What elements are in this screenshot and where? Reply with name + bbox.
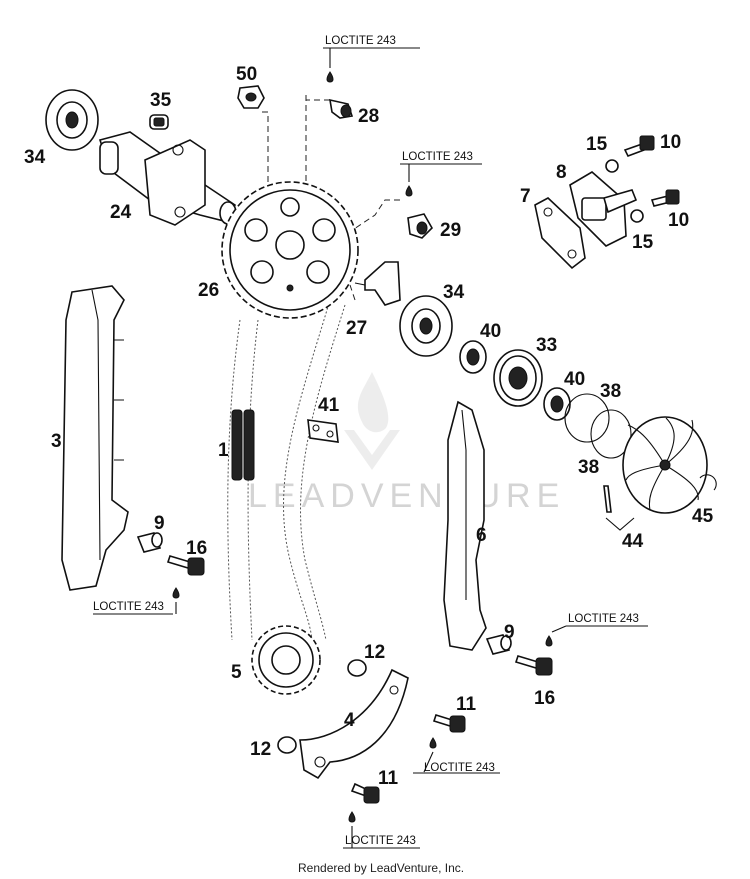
bolt-11-lower <box>350 782 380 804</box>
washer-15-lower <box>630 209 644 223</box>
part-label-10: 10 <box>660 132 681 153</box>
bolt-16-right <box>514 655 553 676</box>
camshaft-24 <box>98 131 237 226</box>
leader-lines <box>262 95 400 301</box>
part-label-16: 16 <box>534 688 555 709</box>
part-label-7: 7 <box>520 186 531 207</box>
loctite-callout: LOCTITE 243 <box>325 35 396 47</box>
guide-rail-3 <box>61 285 129 591</box>
part-label-3: 3 <box>51 431 62 452</box>
part-label-12: 12 <box>250 739 271 760</box>
part-label-11: 11 <box>378 768 399 789</box>
sprocket-5 <box>251 625 321 695</box>
bearing-34-center <box>399 295 453 357</box>
part-label-1: 1 <box>218 440 229 461</box>
loctite-callout: LOCTITE 243 <box>345 835 416 847</box>
loctite-callout: LOCTITE 243 <box>568 613 639 625</box>
sleeve-12-upper <box>347 659 367 677</box>
bearing-34-left <box>45 89 99 151</box>
part-label-27: 27 <box>346 318 367 339</box>
part-label-38: 38 <box>578 457 599 478</box>
seal-40-lower <box>543 387 571 421</box>
footer-credit: Rendered by LeadVenture, Inc. <box>298 861 464 875</box>
o-ring-38 <box>564 393 632 459</box>
loctite-droplets <box>172 71 553 823</box>
guide-4 <box>299 668 409 780</box>
callout-lines <box>93 47 648 849</box>
part-label-50: 50 <box>236 64 257 85</box>
watermark-text: LEADVENTURE <box>248 477 565 515</box>
chain-1 <box>231 409 255 481</box>
chain-tensioner-8 <box>569 171 638 247</box>
seal-40-upper <box>459 340 487 374</box>
washer-15-upper <box>605 159 619 173</box>
part-label-4: 4 <box>344 710 355 731</box>
pulley-33 <box>493 349 543 407</box>
part-label-15: 15 <box>586 134 608 155</box>
part-label-11: 11 <box>456 694 477 715</box>
watermark-logo <box>344 372 400 470</box>
part-label-8: 8 <box>556 162 567 183</box>
part-label-34: 34 <box>24 147 46 168</box>
guide-27 <box>354 261 401 306</box>
part-label-45: 45 <box>692 506 714 527</box>
gasket-7 <box>534 197 586 270</box>
bolt-10-lower <box>650 189 680 207</box>
sleeve-12-lower <box>277 736 297 754</box>
nut-35 <box>149 114 169 130</box>
part-label-38: 38 <box>600 381 621 402</box>
part-label-12: 12 <box>364 642 385 663</box>
part-label-15: 15 <box>632 232 654 253</box>
sleeve-9-left <box>136 532 163 553</box>
sleeve-9-right <box>485 634 512 655</box>
sprocket-26 <box>221 181 359 319</box>
part-label-9: 9 <box>504 622 515 643</box>
part-label-16: 16 <box>186 538 207 559</box>
part-label-34: 34 <box>443 282 465 303</box>
bolt-16-left <box>166 555 205 576</box>
loctite-callout: LOCTITE 243 <box>424 762 495 774</box>
part-label-28: 28 <box>358 106 379 127</box>
bolt-11-upper <box>432 714 466 733</box>
impeller-44 <box>603 416 708 531</box>
loctite-callout: LOCTITE 243 <box>93 601 164 613</box>
part-label-35: 35 <box>150 90 172 111</box>
clip-45 <box>699 474 717 491</box>
master-link-41 <box>307 419 339 443</box>
part-label-26: 26 <box>198 280 219 301</box>
part-label-9: 9 <box>154 513 165 534</box>
part-label-24: 24 <box>110 202 132 223</box>
part-label-29: 29 <box>440 220 461 241</box>
part-label-6: 6 <box>476 525 487 546</box>
part-label-10: 10 <box>668 210 689 231</box>
part-label-33: 33 <box>536 335 557 356</box>
part-label-41: 41 <box>318 395 340 416</box>
tensioner-rail-6 <box>443 400 487 651</box>
loctite-callout: LOCTITE 243 <box>402 151 473 163</box>
bolt-10-upper <box>623 135 655 158</box>
nut-50 <box>237 85 265 109</box>
part-label-44: 44 <box>622 531 644 552</box>
part-label-40: 40 <box>480 321 501 342</box>
bolt-28 <box>329 98 354 119</box>
bolt-29 <box>407 213 433 239</box>
part-label-40: 40 <box>564 369 585 390</box>
part-label-5: 5 <box>231 662 242 683</box>
